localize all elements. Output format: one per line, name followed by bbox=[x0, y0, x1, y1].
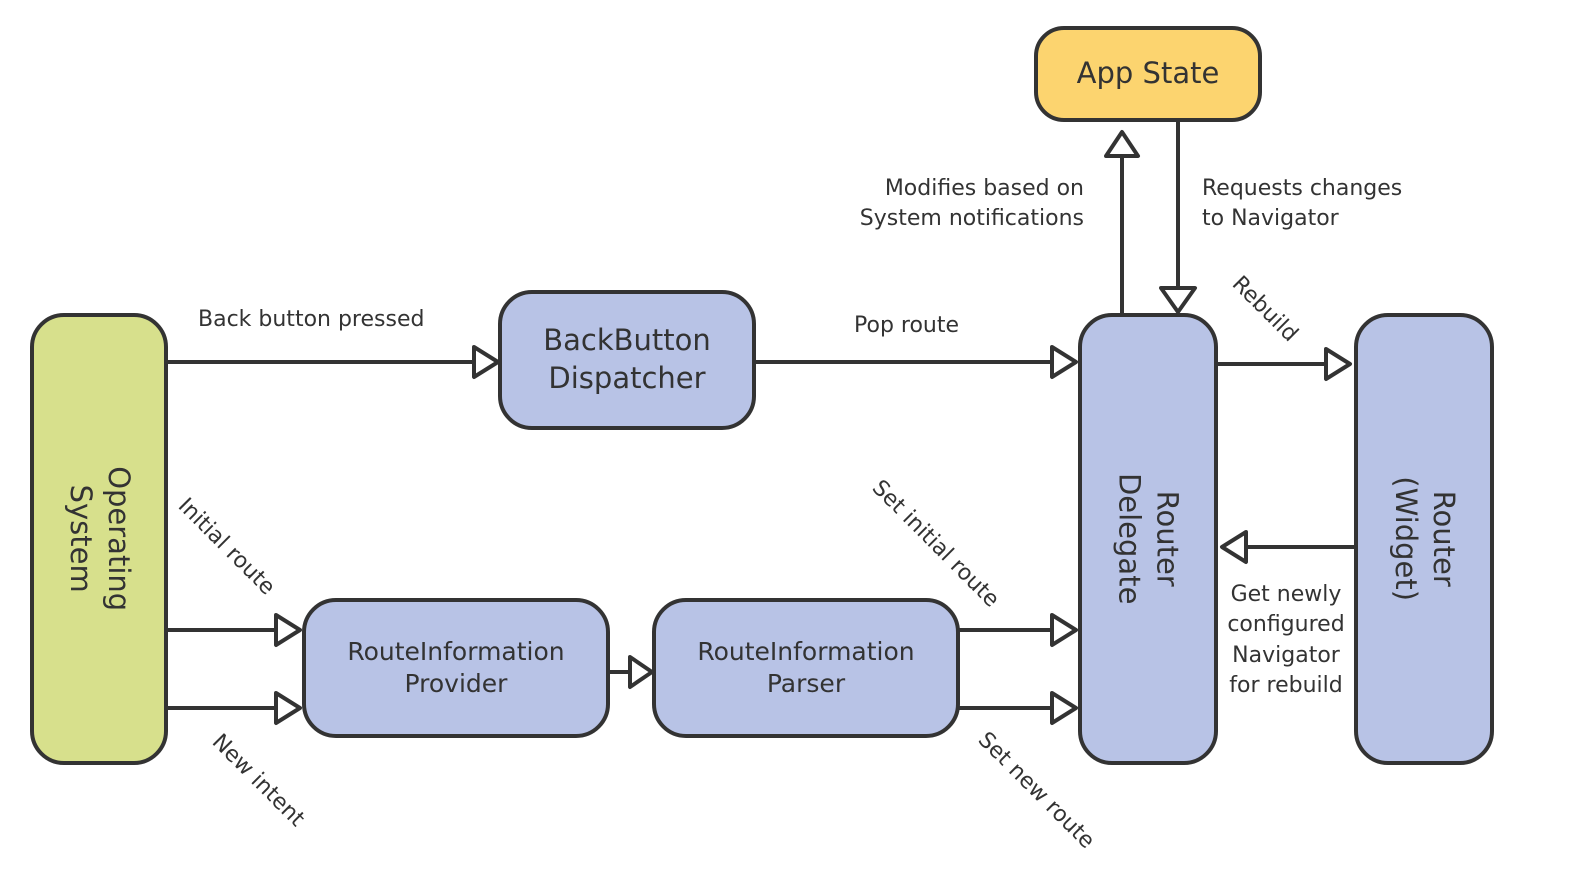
node-operating-system-label: Operating System bbox=[64, 466, 136, 612]
arrowhead-icon bbox=[274, 613, 302, 647]
node-router-delegate-label: Router Delegate bbox=[1113, 473, 1185, 605]
node-route-information-provider[interactable]: RouteInformation Provider bbox=[302, 598, 610, 738]
arrowhead-icon bbox=[1324, 347, 1352, 381]
node-route-information-provider-label: RouteInformation Provider bbox=[347, 636, 565, 699]
arrowhead-icon bbox=[1050, 613, 1078, 647]
arrowhead-icon bbox=[1050, 691, 1078, 725]
node-router-widget-label: Router (Widget) bbox=[1388, 476, 1461, 602]
arrowhead-icon bbox=[472, 345, 500, 379]
node-operating-system[interactable]: Operating System bbox=[30, 313, 168, 765]
label-get-newly-configured: Get newly configured Navigator for rebui… bbox=[1227, 582, 1345, 699]
arrowhead-icon bbox=[274, 691, 302, 725]
node-route-information-parser[interactable]: RouteInformation Parser bbox=[652, 598, 960, 738]
label-pop-route: Pop route bbox=[854, 313, 960, 338]
label-requests-changes: Requests changes to Navigator bbox=[1202, 176, 1403, 231]
node-router-widget[interactable]: Router (Widget) bbox=[1354, 313, 1494, 765]
arrowhead-icon bbox=[1104, 130, 1140, 158]
arrowhead-icon bbox=[628, 655, 654, 689]
node-router-delegate[interactable]: Router Delegate bbox=[1078, 313, 1218, 765]
arrowhead-icon bbox=[1159, 286, 1197, 314]
node-route-information-parser-label: RouteInformation Parser bbox=[697, 636, 915, 699]
node-back-button-dispatcher[interactable]: BackButton Dispatcher bbox=[498, 290, 756, 430]
node-back-button-dispatcher-label: BackButton Dispatcher bbox=[543, 323, 711, 395]
node-app-state[interactable]: App State bbox=[1034, 26, 1262, 122]
label-modifies-based-on: Modifies based on System notifications bbox=[859, 176, 1084, 231]
arrowhead-icon bbox=[1220, 530, 1248, 564]
node-app-state-label: App State bbox=[1076, 56, 1220, 91]
label-back-button-pressed: Back button pressed bbox=[198, 307, 425, 332]
arrowhead-icon bbox=[1050, 345, 1078, 379]
